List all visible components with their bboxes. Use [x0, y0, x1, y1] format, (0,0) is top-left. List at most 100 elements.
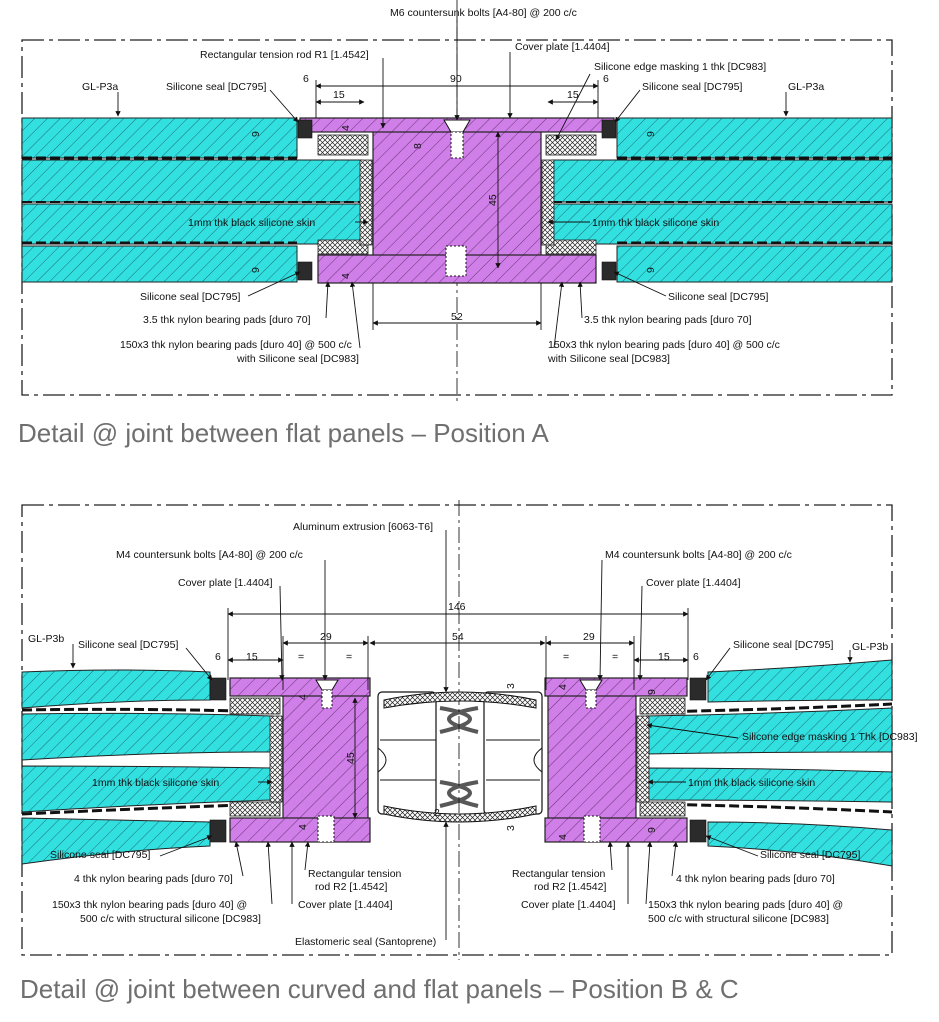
- dim-4-top-a: 4: [340, 125, 352, 131]
- dim-146-bc: 146: [448, 601, 466, 613]
- dim-15-right-a: 15: [567, 89, 579, 101]
- dim-eq3-bc: =: [563, 651, 569, 663]
- label-pads-left-bc: 4 thk nylon bearing pads [duro 70]: [74, 873, 233, 885]
- label-extrusion-bc: Aluminum extrusion [6063-T6]: [293, 521, 433, 533]
- bolt-top-a: [443, 119, 471, 159]
- pad-br-bc: [639, 801, 686, 817]
- dim-4a-bc: 4: [297, 694, 309, 700]
- seal-tl-a: [297, 119, 313, 139]
- dim-6-left-bc: 6: [215, 651, 221, 663]
- dim-eq2-bc: =: [346, 651, 352, 663]
- nylon-pad-br-a: [545, 239, 597, 255]
- label-seal-bottom-right-a: Silicone seal [DC795]: [668, 291, 768, 303]
- dim-4c-bc: 4: [557, 684, 569, 690]
- label-elastomeric-bc: Elastomeric seal (Santoprene): [295, 936, 436, 948]
- label-seal-bottom-left-bc: Silicone seal [DC795]: [50, 849, 150, 861]
- leaders-bc: [70, 530, 853, 940]
- nylon-pad-tr-a: [545, 134, 597, 156]
- skin-right-bc: [636, 715, 650, 803]
- dim-9-br-a: 9: [645, 267, 657, 273]
- pad-tr-bc: [639, 697, 686, 715]
- bolt-bottom-a: [445, 245, 467, 277]
- dim-eq4-bc: =: [612, 651, 618, 663]
- label-pads40-left-a-1: 150x3 thk nylon bearing pads [duro 40] @…: [120, 339, 352, 351]
- label-seal-top-left-bc: Silicone seal [DC795]: [78, 639, 178, 651]
- label-pads40-right-a-1: 150x3 thk nylon bearing pads [duro 40] @…: [548, 339, 780, 351]
- dim-4-bottom-a: 4: [340, 273, 352, 279]
- silicone-skin-right-a: [541, 159, 555, 246]
- label-cover-left-bc: Cover plate [1.4404]: [178, 577, 273, 589]
- dim-4d-bc: 4: [557, 834, 569, 840]
- label-pads40-left-a-2: with Silicone seal [DC983]: [236, 353, 359, 365]
- dim-15-left-bc: 15: [246, 651, 258, 663]
- label-cover-right-bc: Cover plate [1.4404]: [646, 577, 741, 589]
- glass-panel-left-a: [21, 117, 363, 283]
- dim-15-left-a: 15: [333, 89, 345, 101]
- caption-a: Detail @ joint between flat panels – Pos…: [18, 418, 549, 448]
- cover-plate-bottom-left-bc: [229, 817, 371, 843]
- label-seal-bottom-right-bc: Silicone seal [DC795]: [760, 849, 860, 861]
- dim-9a-bc: 9: [646, 689, 658, 695]
- label-seal-bottom-left-a: Silicone seal [DC795]: [140, 291, 240, 303]
- label-tension-rod-a: Rectangular tension rod R1 [1.4542]: [200, 49, 369, 61]
- leaders-a: [115, 16, 789, 349]
- dim-8-a: 8: [412, 143, 424, 149]
- glass-panel-right-a: [551, 117, 893, 283]
- label-bolts-left-bc: M4 countersunk bolts [A4-80] @ 200 c/c: [116, 549, 303, 561]
- dim-90-a: 90: [450, 73, 462, 85]
- label-bolts-right-bc: M4 countersunk bolts [A4-80] @ 200 c/c: [605, 549, 792, 561]
- label-pads40-right-a-2: with Silicone seal [DC983]: [547, 353, 670, 365]
- seal-tr-bc: [689, 677, 707, 701]
- label-seal-top-left-a: Silicone seal [DC795]: [166, 81, 266, 93]
- label-rod-right-bc-2: rod R2 [1.4542]: [534, 881, 606, 893]
- label-skin-left-a: 1mm thk black silicone skin: [188, 217, 315, 229]
- dim-54-bc: 54: [452, 631, 464, 643]
- label-pads40-right-bc-1: 150x3 thk nylon bearing pads [duro 40] @: [648, 899, 843, 911]
- cover-plate-top-right-bc: [544, 677, 688, 697]
- label-cover-bottom-right-bc: Cover plate [1.4404]: [521, 899, 616, 911]
- dim-9-tl-a: 9: [250, 131, 262, 137]
- dim-9-tr-a: 9: [645, 131, 657, 137]
- dim-6-left-a: 6: [303, 73, 309, 85]
- glass-panel-right-bc: [644, 659, 893, 867]
- dim-45-bc: 45: [345, 752, 357, 764]
- pad-tl-bc: [229, 697, 281, 715]
- bolt-bottom-right-bc: [583, 815, 601, 843]
- label-glass-left-bc: GL-P3b: [28, 633, 64, 645]
- seal-bl-bc: [209, 819, 227, 843]
- nylon-pad-tl-a: [317, 134, 369, 156]
- label-skin-left-bc: 1mm thk black silicone skin: [92, 777, 219, 789]
- dim-2-bc: 2: [434, 807, 440, 819]
- bolt-bottom-left-bc: [317, 815, 335, 843]
- dim-3b-bc: 3: [505, 825, 517, 831]
- caption-bc: Detail @ joint between curved and flat p…: [20, 974, 739, 1004]
- dim-9-bl-a: 9: [250, 267, 262, 273]
- label-glass-right-a: GL-P3a: [788, 81, 824, 93]
- nylon-pad-bl-a: [317, 239, 369, 255]
- label-rod-right-bc-1: Rectangular tension: [512, 868, 606, 880]
- label-pads40-left-bc-1: 150x3 thk nylon bearing pads [duro 40] @: [52, 899, 247, 911]
- dim-9b-bc: 9: [646, 827, 658, 833]
- label-pads40-right-bc-2: 500 c/c with structural silicone [DC983]: [648, 913, 829, 925]
- silicone-skin-left-a: [359, 159, 373, 246]
- label-skin-right-a: 1mm thk black silicone skin: [592, 217, 719, 229]
- label-cover-bottom-left-bc: Cover plate [1.4404]: [298, 899, 393, 911]
- label-pads40-left-bc-2: 500 c/c with structural silicone [DC983]: [80, 913, 261, 925]
- label-pads-right-a: 3.5 thk nylon bearing pads [duro 70]: [584, 314, 752, 326]
- label-pads-left-a: 3.5 thk nylon bearing pads [duro 70]: [143, 314, 311, 326]
- seal-tr-a: [601, 119, 617, 139]
- bolt-top-right-bc: [579, 679, 603, 709]
- seal-br-bc: [689, 819, 707, 843]
- label-pads-right-bc: 4 thk nylon bearing pads [duro 70]: [676, 873, 835, 885]
- label-cover-plate-a: Cover plate [1.4404]: [515, 41, 610, 53]
- seal-bl-a: [297, 261, 313, 281]
- label-glass-right-bc: GL-P3b: [852, 641, 888, 653]
- dim-52-a: 52: [451, 311, 463, 323]
- skin-left-bc: [269, 715, 283, 803]
- dim-29-left-bc: 29: [320, 631, 332, 643]
- dim-3a-bc: 3: [505, 683, 517, 689]
- pad-bl-bc: [229, 801, 281, 817]
- detail-bc: Aluminum extrusion [6063-T6] M4 counters…: [20, 500, 918, 1004]
- detail-a: M6 countersunk bolts [A4-80] @ 200 c/c R…: [18, 0, 893, 448]
